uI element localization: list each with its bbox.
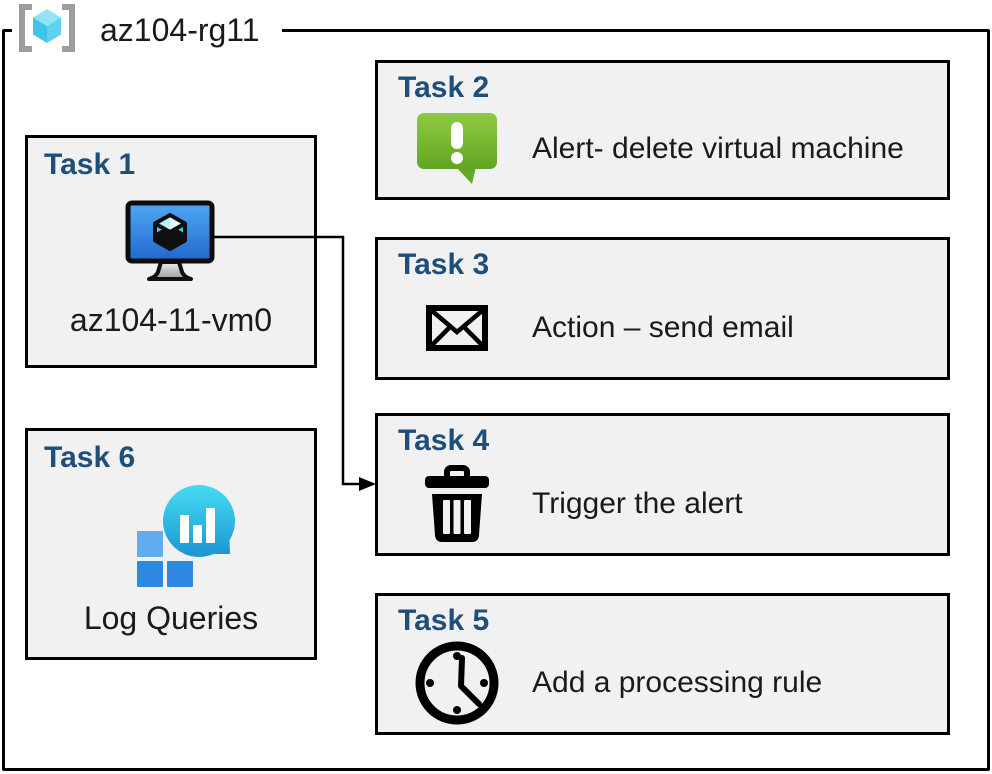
task-3-title: Task 3	[398, 248, 490, 281]
task-1-label: az104-11-vm0	[69, 302, 273, 338]
clock-icon	[410, 637, 504, 729]
task-2-card: Task 2 Alert- delete virtual machine	[375, 60, 950, 200]
task-6-label: Log Queries	[83, 600, 259, 636]
task-3-label: Action – send email	[532, 310, 794, 344]
task-5-card: Task 5 Add a processing rule	[375, 593, 950, 735]
task-3-card: Task 3 Action – send email	[375, 237, 950, 380]
task-2-label: Alert- delete virtual machine	[532, 132, 904, 166]
task-6-card: Task 6 Log Queries	[25, 428, 317, 660]
task-1-card: Task 1	[25, 135, 317, 368]
log-analytics-icon	[133, 481, 243, 596]
task-4-title: Task 4	[398, 424, 490, 457]
task-1-title: Task 1	[44, 148, 136, 181]
resource-group-name: az104-rg11	[100, 11, 260, 48]
task-6-title: Task 6	[44, 441, 136, 474]
email-icon	[410, 304, 504, 352]
task-4-card: Task 4 Trigger the alert	[375, 413, 950, 556]
alert-icon	[410, 110, 504, 188]
virtual-machine-icon	[125, 200, 215, 291]
task-4-label: Trigger the alert	[532, 486, 743, 520]
trash-icon	[410, 464, 504, 544]
task-2-title: Task 2	[398, 71, 490, 104]
resource-group-icon	[16, 3, 78, 58]
resource-group-header: az104-rg11	[12, 3, 282, 58]
task-5-label: Add a processing rule	[532, 666, 823, 700]
task-5-title: Task 5	[398, 604, 490, 637]
